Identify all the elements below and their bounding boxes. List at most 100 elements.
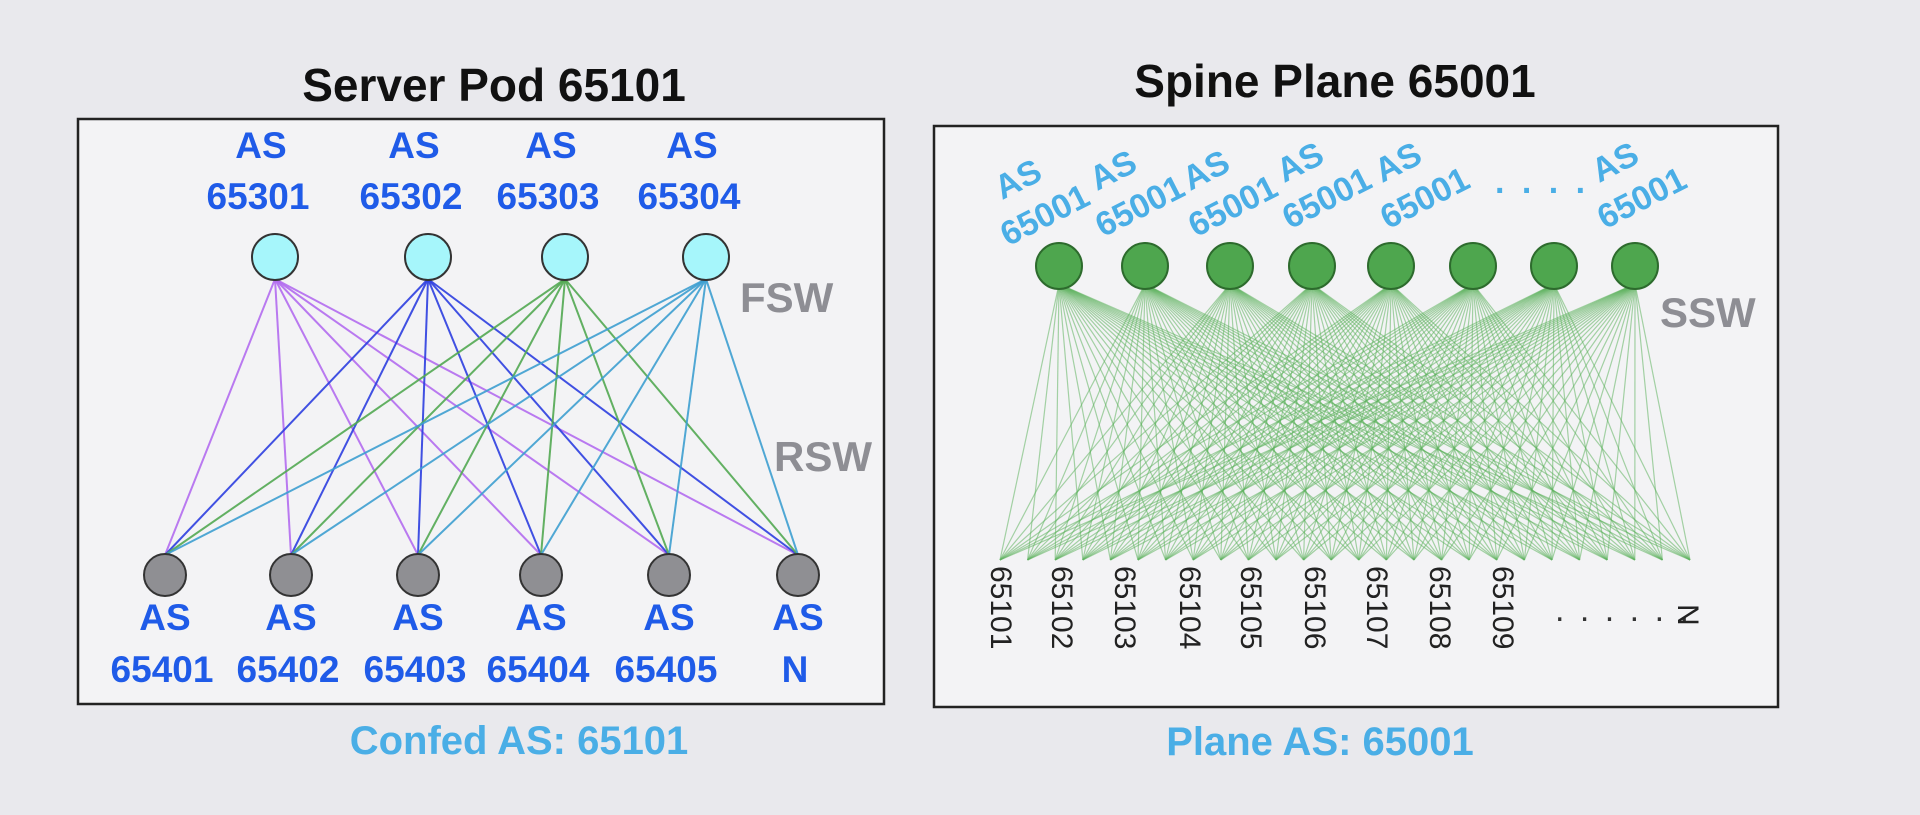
fsw-rsw-link [274,278,419,556]
fsw-as-number: 65303 [497,176,600,217]
ssw-pod-link [1551,283,1636,561]
rsw-role-label: RSW [774,433,872,480]
pod-last-label: N [1671,604,1704,626]
fsw-node [682,233,730,281]
rsw-node [143,553,187,597]
ssw-pod-link [1027,283,1231,561]
spine-plane-nodes [1035,242,1659,290]
ssw-pod-link [1027,283,1474,561]
ssw-pod-link [1109,283,1313,561]
ssw-role-label: SSW [1660,289,1756,336]
ssw-pod-link [1553,283,1636,561]
fsw-rsw-link [164,278,429,556]
ssw-pod-link [1472,283,1553,561]
ssw-pod-link [1358,283,1474,561]
ssw-pod-link [1311,283,1332,561]
ssw-pod-link [1054,283,1636,561]
fsw-rsw-link [274,278,292,556]
pod-ellipsis: . . . . . . [1555,591,1692,629]
ssw-pod-link [1311,283,1608,561]
ssw-pod-link [1606,283,1636,561]
fsw-as-prefix: AS [388,125,439,166]
fsw-rsw-link [274,278,670,556]
rsw-as-number: 65404 [487,649,590,690]
ssw-pod-link [1247,283,1313,561]
ssw-node [1206,242,1254,290]
fsw-node [251,233,299,281]
fsw-rsw-link [564,278,670,556]
rsw-as-prefix: AS [265,597,316,638]
ssw-pod-link [1311,283,1525,561]
ssw-pod-link [1165,283,1313,561]
ssw-pod-link [1311,283,1498,561]
ssw-pod-link [1579,283,1636,561]
ssw-pod-link [1027,283,1146,561]
pod-as-label: 65103 [1108,566,1141,649]
ssw-pod-link [1413,283,1474,561]
server-pod-panel: Server Pod 65101 AS65301AS65302AS65303AS… [76,59,886,763]
ssw-pod-link [1144,283,1525,561]
ssw-pod-link [999,283,1146,561]
spine-plane-panel: Spine Plane 65001 AS65001AS65001AS65001A… [932,55,1780,764]
ssw-pod-link [1385,283,1474,561]
fsw-rsw-link [668,278,707,556]
ssw-pod-link [1144,283,1498,561]
ssw-pod-link [1468,283,1474,561]
server-pod-nodes [143,233,820,597]
fsw-rsw-link [290,278,429,556]
ssw-pod-link [1054,283,1313,561]
ssw-pod-link [1248,283,1636,561]
ssw-pod-link [1472,283,1608,561]
plane-as-caption: Plane AS: 65001 [1166,720,1474,764]
fsw-rsw-link [417,278,566,556]
ssw-pod-link [1144,283,1580,561]
fsw-rsw-link [427,278,670,556]
ssw-node [1530,242,1578,290]
pod-as-label: 65106 [1298,566,1331,649]
ssw-pod-link [1468,283,1555,561]
rsw-as-number: 65402 [237,649,340,690]
fsw-as-number: 65304 [638,176,741,217]
ssw-pod-link [1472,283,1636,561]
fsw-role-label: FSW [740,274,834,321]
ssw-pod-link [1110,283,1636,561]
ssw-pod-link [1137,283,1313,561]
ssw-pod-link [1144,283,1443,561]
ssw-pod-link [999,283,1231,561]
ssw-pod-link [1413,283,1636,561]
ssw-pod-link [999,283,1636,561]
pod-as-label: 65102 [1045,566,1078,649]
fsw-as-prefix: AS [666,125,717,166]
ssw-pod-link [1054,283,1555,561]
pod-as-label: 65104 [1173,566,1206,649]
ssw-pod-link [1358,283,1636,561]
ssw-node [1121,242,1169,290]
confed-as-caption: Confed AS: 65101 [350,719,689,763]
ssw-pod-link [1082,283,1636,561]
ssw-pod-link [1054,283,1060,561]
ssw-node [1367,242,1415,290]
ssw-pod-link [1275,283,1313,561]
ssw-pod-link [1027,283,1636,561]
ssw-pod-link [1385,283,1636,561]
fsw-as-number: 65302 [360,176,463,217]
ssw-node [1449,242,1497,290]
ssw-pod-link [1311,283,1443,561]
fsw-rsw-link [540,278,707,556]
rsw-as-prefix: AS [772,597,823,638]
ssw-pod-link [1165,283,1636,561]
ssw-pod-link [1192,283,1313,561]
ssw-pod-link [999,283,1392,561]
ssw-pod-link [1027,283,1060,561]
ssw-pod-link [1144,283,1553,561]
fsw-rsw-link [164,278,707,556]
ssw-pod-link [1496,283,1636,561]
ssw-pod-link [1054,283,1231,561]
ssw-pod-link [1523,283,1555,561]
ssw-pod-link [1472,283,1663,561]
ssw-pod-link [1311,283,1553,561]
ssw-pod-link [1054,283,1392,561]
ssw-pod-link [1311,283,1663,561]
fsw-rsw-link [540,278,566,556]
